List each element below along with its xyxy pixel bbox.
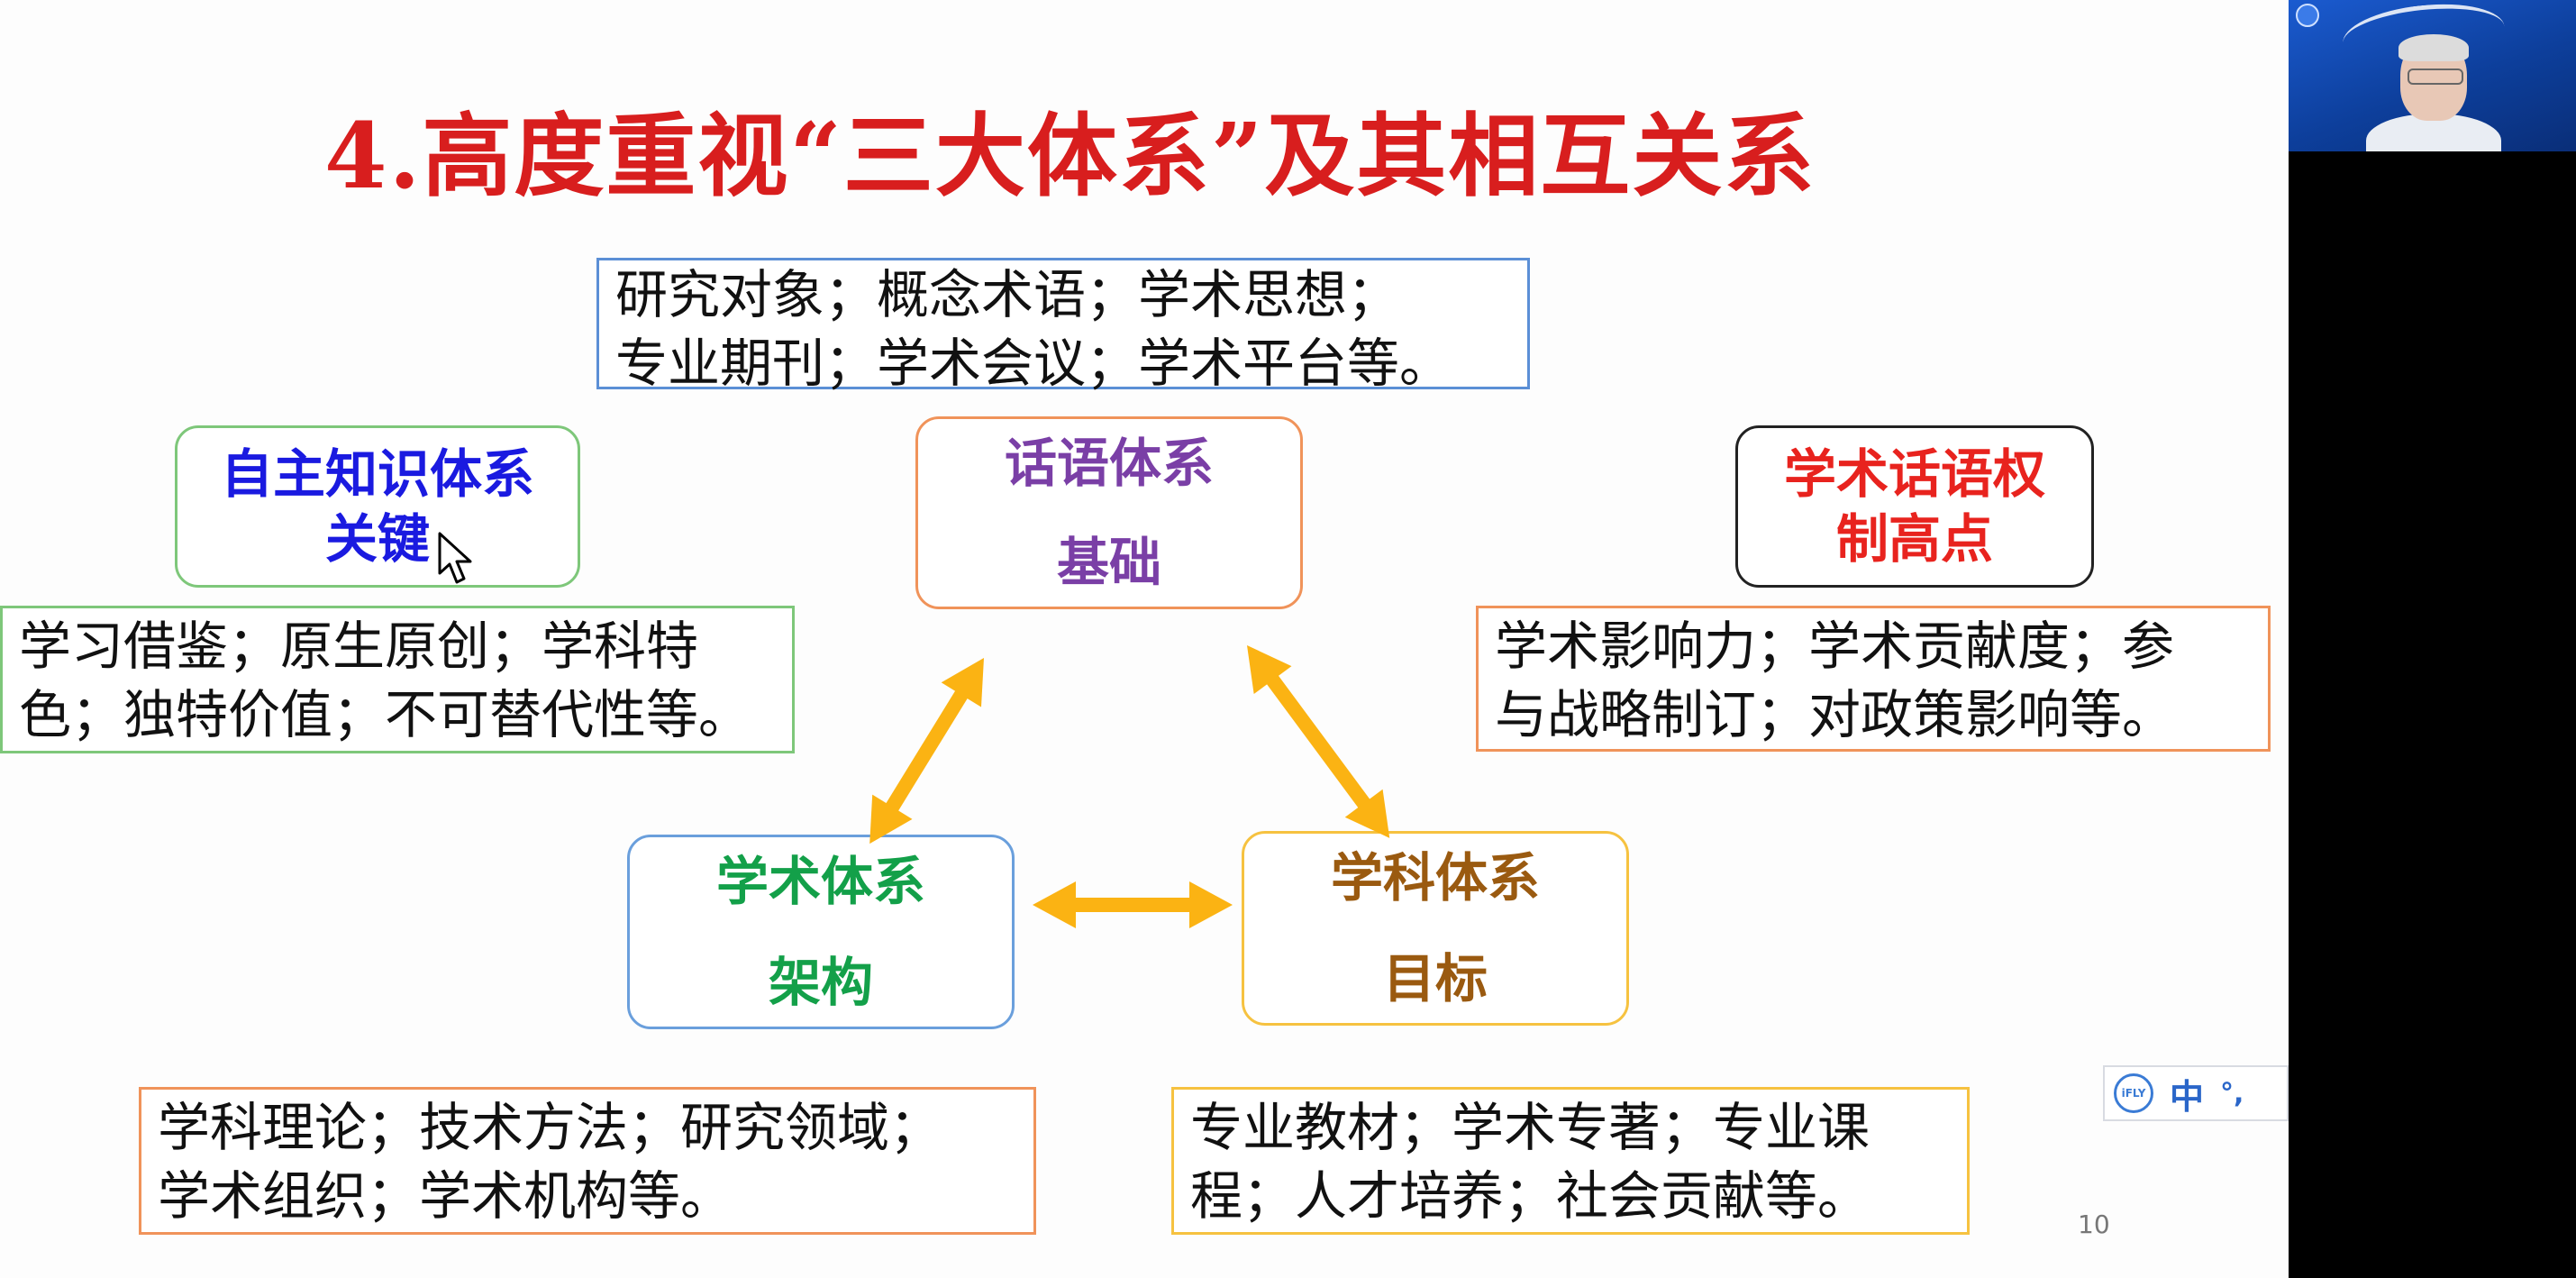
discipline-system-label: 学科体系	[1330, 847, 1540, 908]
bottom-left-description-line-1: 学科理论；技术方法；研究领域；	[158, 1097, 942, 1158]
academic-system-box: 学术体系 架构	[627, 835, 1015, 1029]
discourse-system-role: 基础	[1056, 532, 1161, 593]
bottom-right-description-box: 专业教材；学术专著；专业课 程；人才培养；社会贡献等。	[1171, 1087, 1970, 1235]
arrow-academic-discipline	[1033, 881, 1233, 928]
academic-system-role: 架构	[768, 952, 873, 1013]
speaker-video-tile[interactable]	[2289, 0, 2576, 151]
ifly-logo-icon[interactable]: iFLY	[2114, 1073, 2153, 1113]
independent-knowledge-role: 关键	[324, 508, 430, 570]
discipline-system-role: 目标	[1382, 948, 1488, 1009]
bottom-left-description-box: 学科理论；技术方法；研究领域； 学术组织；学术机构等。	[139, 1087, 1036, 1235]
ime-toolbar[interactable]: iFLY 中 °,	[2103, 1065, 2289, 1121]
bottom-left-description-line-2: 学术组织；学术机构等。	[158, 1165, 733, 1227]
right-description-line-1: 学术影响力；学术贡献度；参	[1495, 616, 2175, 677]
top-description-line-1: 研究对象；概念术语；学术思想；	[615, 264, 1400, 325]
left-description-line-1: 学习借鉴；原生原创；学科特	[19, 616, 699, 677]
slide-page-number: 10	[2078, 1210, 2110, 1239]
relationship-arrows	[869, 645, 1390, 928]
discipline-system-box: 学科体系 目标	[1242, 831, 1629, 1026]
discourse-system-box: 话语体系 基础	[915, 416, 1303, 609]
right-description-box: 学术影响力；学术贡献度；参 与战略制订；对政策影响等。	[1476, 606, 2271, 752]
bottom-right-description-line-1: 专业教材；学术专著；专业课	[1190, 1097, 1871, 1158]
independent-knowledge-label: 自主知识体系	[220, 443, 534, 505]
speaker-video-feed	[2366, 34, 2501, 151]
bottom-right-description-line-2: 程；人才培养；社会贡献等。	[1190, 1165, 1871, 1227]
slide-title: 4.高度重视“三大体系”及其相互关系	[324, 103, 1816, 209]
academic-system-label: 学术体系	[715, 851, 925, 912]
university-logo-icon	[2296, 4, 2319, 27]
discourse-power-role: 制高点	[1835, 508, 1993, 570]
left-description-box: 学习借鉴；原生原创；学科特 色；独特价值；不可替代性等。	[0, 606, 795, 753]
independent-knowledge-box: 自主知识体系 关键	[175, 425, 580, 588]
arrow-discourse-discipline	[1247, 645, 1390, 838]
top-description-line-2: 专业期刊；学术会议；学术平台等。	[615, 333, 1452, 394]
top-description-box: 研究对象；概念术语；学术思想； 专业期刊；学术会议；学术平台等。	[596, 258, 1530, 394]
ime-punctuation-toggle[interactable]: °,	[2220, 1077, 2244, 1109]
ime-language-toggle[interactable]: 中	[2170, 1076, 2205, 1117]
discourse-power-label: 学术话语权	[1783, 443, 2045, 505]
participant-video-strip	[2289, 0, 2576, 1278]
left-description-line-2: 色；独特价值；不可替代性等。	[19, 684, 751, 745]
presentation-slide: 4.高度重视“三大体系”及其相互关系 研究对象；概念术语；学术思想； 专业期刊；…	[0, 0, 2289, 1278]
arrow-discourse-academic	[869, 658, 984, 844]
mouse-cursor-icon	[438, 532, 472, 584]
discourse-power-box: 学术话语权 制高点	[1735, 425, 2094, 588]
right-description-line-2: 与战略制订；对政策影响等。	[1495, 684, 2175, 745]
discourse-system-label: 话语体系	[1004, 433, 1214, 494]
